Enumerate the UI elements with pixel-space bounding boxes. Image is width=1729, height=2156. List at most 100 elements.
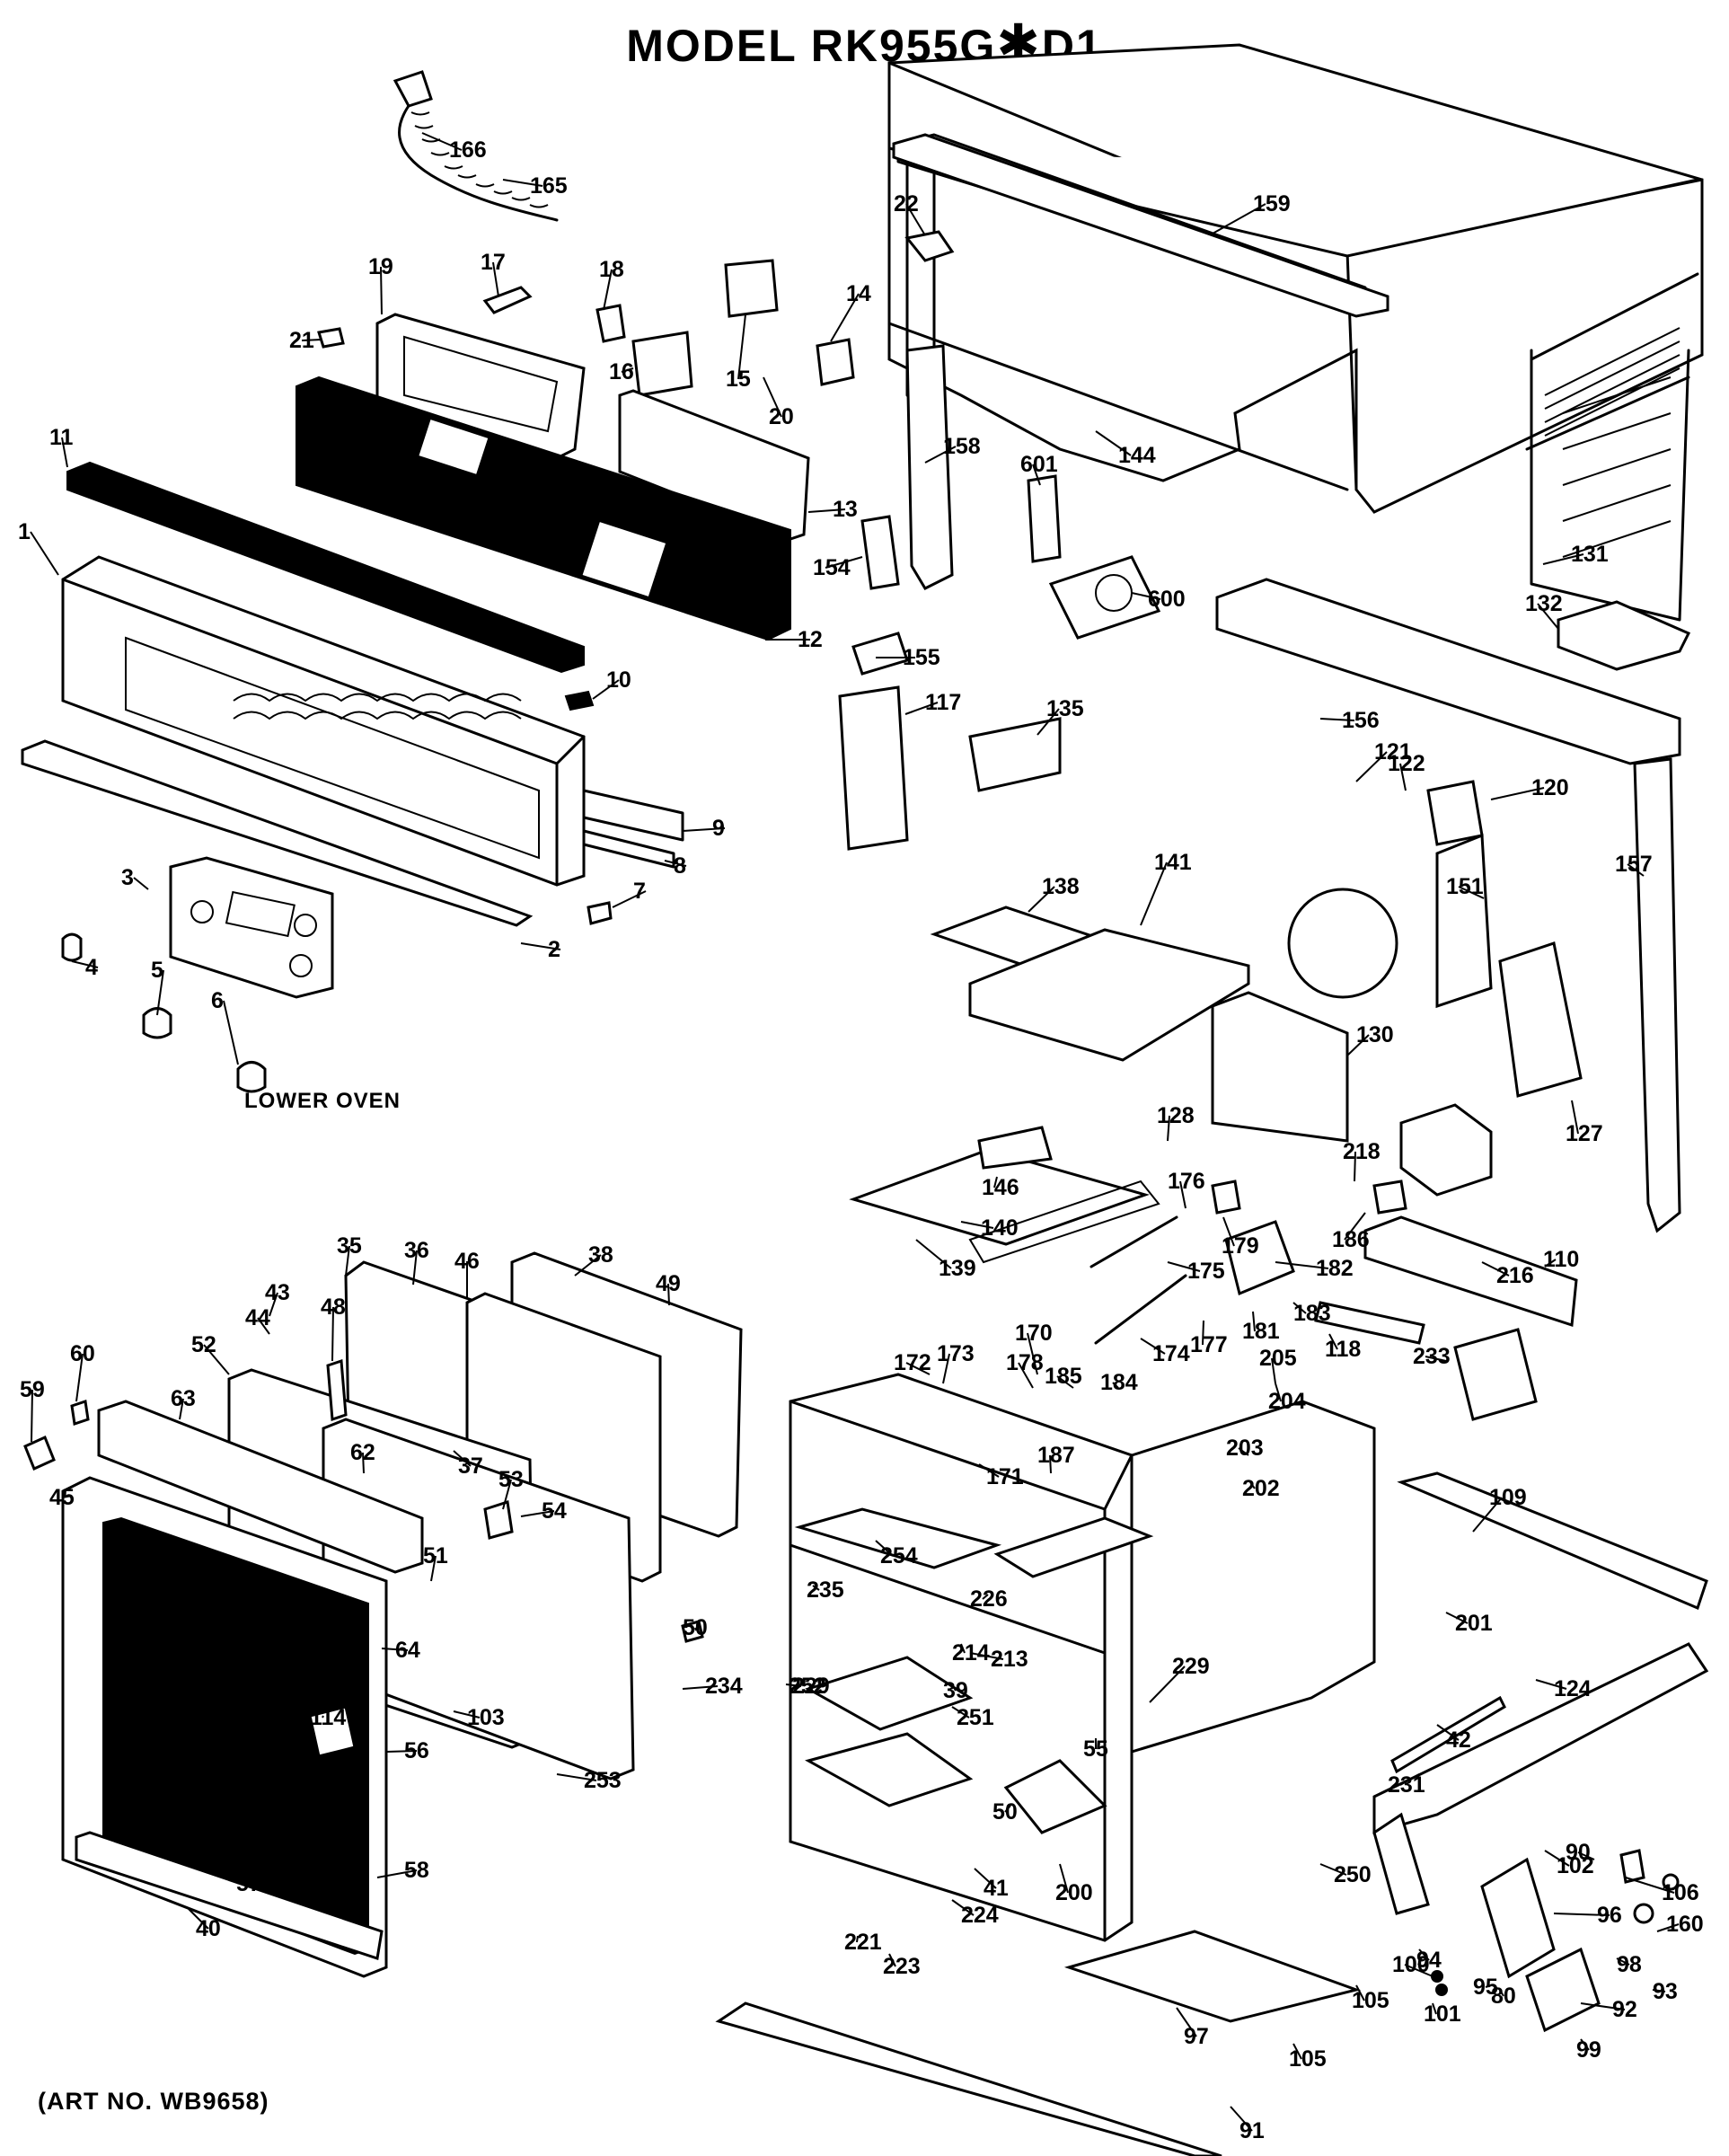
- sensor-17: [482, 286, 533, 314]
- base-frame-106: [1372, 1642, 1709, 1834]
- callout-leader-64: [381, 1648, 409, 1651]
- part-label-252: 252: [789, 1674, 826, 1699]
- callout-leader-10: [592, 679, 620, 700]
- part-label-114: 114: [310, 1705, 346, 1730]
- door-handle-63: [97, 1400, 424, 1574]
- bracket-13: [618, 389, 810, 541]
- motor-600: [1048, 555, 1161, 640]
- callout-leader-172: [905, 1362, 931, 1375]
- part-label-254: 254: [880, 1543, 918, 1568]
- knob-6: [236, 1061, 267, 1093]
- transformer-15: [724, 259, 779, 318]
- part-label-109: 109: [1489, 1485, 1527, 1510]
- part-label-144: 144: [1118, 443, 1156, 468]
- part-label-160: 160: [1666, 1912, 1704, 1937]
- callout-leader-103: [453, 1710, 481, 1719]
- part-label-140: 140: [981, 1215, 1019, 1241]
- callout-leader-187: [1049, 1454, 1052, 1474]
- hinge-92: [1525, 1947, 1601, 2033]
- part-label-105: 105: [1289, 2046, 1327, 2072]
- part-label-131: 131: [1571, 542, 1609, 567]
- part-label-63: 63: [171, 1386, 196, 1411]
- part-label-233: 233: [1413, 1344, 1451, 1369]
- callout-leader-146: [993, 1176, 998, 1188]
- callout-leader-92: [1580, 2002, 1626, 2010]
- part-label-139: 139: [939, 1256, 976, 1281]
- callout-leader-22: [905, 203, 926, 236]
- callout-leader-224: [951, 1899, 975, 1916]
- part-label-50: 50: [992, 1799, 1018, 1825]
- callout-leader-166: [421, 132, 463, 151]
- callout-leader-16: [621, 367, 634, 373]
- part-label-21: 21: [289, 328, 314, 353]
- bake-element-254: [794, 1507, 1002, 1569]
- callout-leader-114: [322, 1715, 324, 1719]
- part-label-135: 135: [1046, 696, 1084, 721]
- motor-bracket-151: [1435, 833, 1493, 1009]
- callout-leader-138: [1028, 886, 1055, 913]
- callout-leader-229: [803, 1683, 806, 1687]
- shield-105: [1063, 1930, 1362, 2023]
- callout-leader-229: [1149, 1666, 1186, 1703]
- part-label-158: 158: [943, 434, 981, 459]
- part-label-37: 37: [458, 1454, 483, 1479]
- callout-leader-140: [960, 1221, 994, 1229]
- callout-leader-120: [1490, 787, 1545, 800]
- callout-leader-15: [737, 314, 746, 380]
- cabinet-wrapper: [887, 43, 1704, 622]
- callout-leader-19: [380, 266, 383, 315]
- hinge-arm-80: [1480, 1857, 1556, 1979]
- callout-leader-176: [1179, 1180, 1186, 1209]
- part-label-59: 59: [20, 1377, 45, 1402]
- callout-leader-182: [1275, 1261, 1329, 1269]
- part-label-16: 16: [609, 359, 634, 384]
- callout-leader-174: [1140, 1338, 1166, 1355]
- knob-59: [23, 1435, 56, 1471]
- part-label-181: 181: [1242, 1319, 1280, 1344]
- knob-5: [142, 1007, 172, 1039]
- part-label-231: 231: [1388, 1772, 1425, 1798]
- spacer-95: [1633, 1903, 1654, 1924]
- callout-leader-158: [924, 446, 957, 464]
- callout-leader-118: [1328, 1333, 1338, 1350]
- callout-leader-35: [345, 1245, 350, 1277]
- oven-frame-side: [1130, 1400, 1376, 1754]
- callout-leader-97: [1176, 2007, 1197, 2037]
- part-label-3: 3: [121, 865, 134, 890]
- part-label-185: 185: [1045, 1364, 1082, 1389]
- part-label-229: 229: [1172, 1654, 1210, 1679]
- callout-leader-41: [974, 1868, 997, 1889]
- part-label-99: 99: [1576, 2037, 1601, 2063]
- toe-kick-91: [715, 2001, 1222, 2156]
- callout-leader-36: [412, 1250, 418, 1286]
- part-label-52: 52: [191, 1332, 216, 1357]
- connector-14: [816, 338, 855, 386]
- callout-leader-179: [1222, 1216, 1235, 1247]
- part-label-61: 61: [287, 1719, 313, 1744]
- callout-leader-90: [1577, 1851, 1595, 1860]
- bracket-127: [1498, 941, 1583, 1098]
- part-label-201: 201: [1455, 1611, 1493, 1636]
- callout-leader-110: [1544, 1259, 1557, 1268]
- callout-leader-250: [1319, 1863, 1347, 1876]
- callout-leader-165: [502, 179, 543, 187]
- callout-leader-181: [1252, 1311, 1256, 1332]
- switch-120: [1426, 780, 1484, 846]
- part-label-234: 234: [705, 1674, 743, 1699]
- lamp-bulb-4: [61, 932, 83, 962]
- part-label-39: 39: [943, 1678, 968, 1703]
- callout-leader-96: [1553, 1913, 1610, 1916]
- callout-leader-54: [520, 1510, 555, 1517]
- clip-22: [904, 230, 955, 262]
- callout-leader-58: [376, 1869, 418, 1878]
- callout-leader-154: [825, 556, 863, 569]
- control-housing: [61, 555, 586, 887]
- callout-leader-17: [492, 261, 499, 297]
- callout-leader-183: [1292, 1302, 1307, 1314]
- part-label-151: 151: [1446, 874, 1484, 899]
- hinge-53: [483, 1500, 514, 1540]
- side-bracket: [905, 344, 954, 590]
- callout-leader-186: [1344, 1212, 1366, 1241]
- plate-16: [631, 331, 693, 397]
